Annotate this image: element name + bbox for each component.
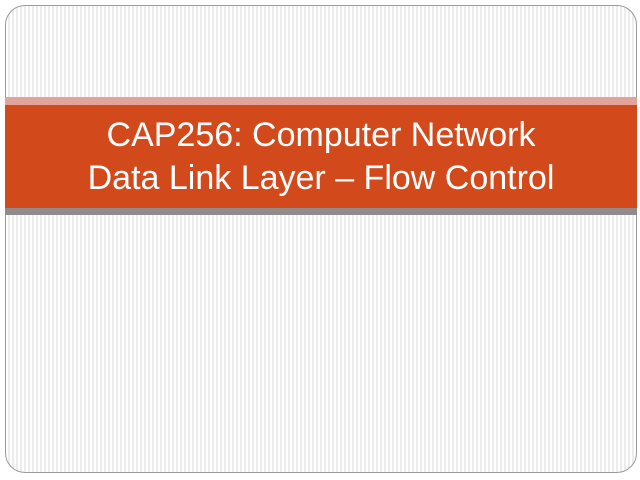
slide-title-line-2: Data Link Layer – Flow Control <box>87 158 555 197</box>
slide-frame <box>5 5 637 473</box>
title-band: CAP256: Computer Network Data Link Layer… <box>5 105 637 208</box>
title-band-bottom-stripe <box>5 208 637 215</box>
title-band-top-stripe <box>5 97 637 105</box>
slide-title-line-1: CAP256: Computer Network <box>106 115 536 154</box>
